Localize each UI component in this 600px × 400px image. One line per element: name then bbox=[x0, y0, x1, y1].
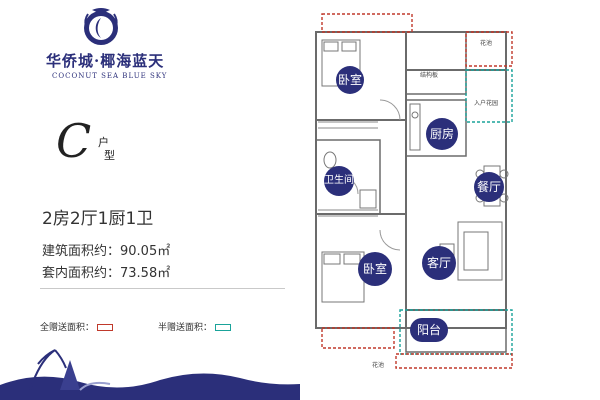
room-balcony: 阳台 bbox=[410, 318, 448, 342]
label-structure-board: 结构板 bbox=[420, 72, 439, 79]
legend-half-gift-label: 半赠送面积： bbox=[158, 323, 213, 333]
unit-type-label-top: 户 bbox=[98, 136, 109, 149]
inner-area: 套内面积约：73.58㎡ bbox=[42, 266, 171, 281]
room-bathroom: 卫生间 bbox=[324, 166, 354, 196]
decorative-wave-art bbox=[0, 349, 300, 400]
room-kitchen: 厨房 bbox=[426, 118, 458, 150]
gift-area-top-strip bbox=[321, 13, 413, 33]
legend-half-gift-swatch bbox=[215, 324, 232, 331]
room-bedroom-bottom: 卧室 bbox=[358, 252, 392, 286]
room-bedroom-top: 卧室 bbox=[336, 66, 364, 94]
unit-type-letter: C bbox=[56, 114, 92, 168]
legend-full-gift-label: 全赠送面积： bbox=[40, 323, 95, 333]
structure-board-wall bbox=[405, 31, 467, 95]
kitchen-counter-icon bbox=[409, 103, 421, 151]
label-flower-bed: 花池 bbox=[480, 40, 493, 47]
floor-plan bbox=[315, 13, 513, 369]
bedroom-bottom-wall bbox=[315, 213, 407, 329]
brand-name-chinese: 华侨城·椰海蓝天 bbox=[46, 52, 165, 70]
divider bbox=[40, 288, 285, 289]
layout-summary: 2房2厅1厨1卫 bbox=[42, 209, 154, 229]
unit-type-label-bottom: 型 bbox=[104, 149, 115, 162]
bed-bottom-icon bbox=[321, 251, 365, 303]
legend-full-gift-swatch bbox=[97, 324, 114, 331]
legend-half-gift: 半赠送面积： bbox=[158, 320, 232, 333]
label-flower-bed-bottom: 花池 bbox=[372, 362, 385, 369]
room-dining: 餐厅 bbox=[474, 172, 504, 202]
gift-area-bottom-strip bbox=[395, 353, 513, 369]
building-area: 建筑面积约：90.05㎡ bbox=[42, 244, 171, 259]
gift-area-bottom-left bbox=[321, 327, 395, 349]
gift-area-entry-garden bbox=[465, 69, 513, 123]
brand-name-english: COCONUT SEA BLUE SKY bbox=[52, 72, 168, 80]
brand-logo-icon bbox=[84, 8, 118, 45]
label-entry-garden: 入户花园 bbox=[474, 100, 499, 107]
legend-full-gift: 全赠送面积： bbox=[40, 320, 114, 333]
kitchen-wall bbox=[405, 99, 467, 157]
gift-area-flower-bed bbox=[465, 31, 513, 67]
room-living: 客厅 bbox=[422, 246, 456, 280]
wardrobe-icon bbox=[318, 121, 378, 217]
